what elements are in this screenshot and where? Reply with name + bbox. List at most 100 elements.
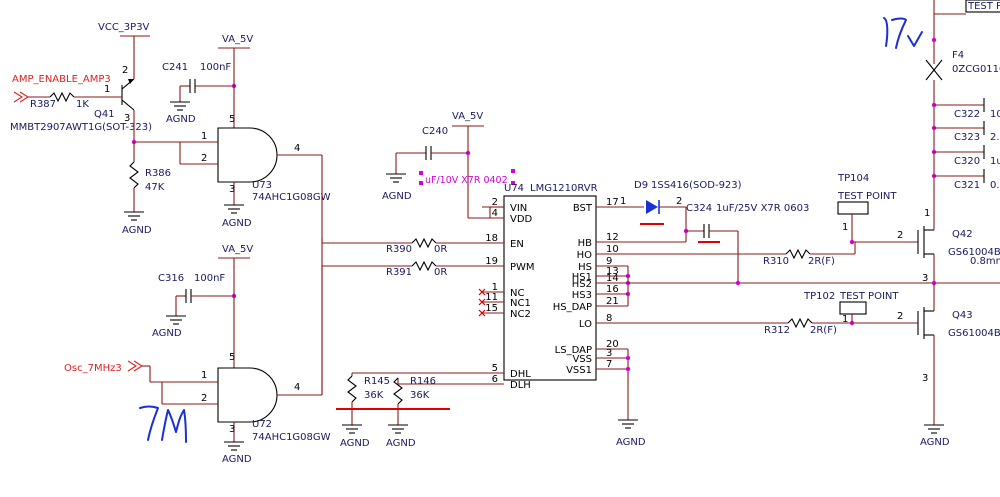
u74-pin-number: 19 xyxy=(485,256,498,267)
u74-pin-number: 11 xyxy=(485,292,498,303)
r390-ref: R390 xyxy=(386,244,412,255)
q41-pin1: 1 xyxy=(104,84,110,95)
u74-pin-name: HS_DAP xyxy=(553,302,592,313)
r387-ref: R387 xyxy=(30,99,56,110)
c240-value: uF/10V X7R 0402 xyxy=(425,175,508,186)
u74-pin-name: NC2 xyxy=(510,309,531,320)
u73-pin3: 3 xyxy=(229,184,235,195)
r146-value: 36K xyxy=(410,390,430,401)
tp102: TP102 TEST POINT 1 xyxy=(803,291,899,325)
u72-pin5: 5 xyxy=(229,352,235,363)
u74-pin-number: 21 xyxy=(606,296,619,307)
osc-net-label: Osc_7MHz3 xyxy=(64,363,122,374)
c321-ref: C321 xyxy=(954,180,980,191)
u74-pin-number: 18 xyxy=(485,233,498,244)
fuse-f4-section: TEST P F4 0ZCG0110C C322 10 C323 2.2 C32… xyxy=(925,0,1000,196)
c320-ref: C320 xyxy=(954,156,980,167)
tp104-pin: 1 xyxy=(842,222,848,233)
q41-pin3: 3 xyxy=(124,113,130,124)
r146-ref: R146 xyxy=(410,376,436,387)
r145-ref: R145 xyxy=(364,376,390,387)
r386-resistor xyxy=(129,161,139,189)
f4-part: 0ZCG0110C xyxy=(952,64,1000,75)
u74-pin-name: VIN xyxy=(510,203,527,214)
u74-part: LMG1210RVR xyxy=(530,183,598,194)
amp-enable-port-arrow xyxy=(13,91,30,103)
q43-gate-pin: 2 xyxy=(897,311,903,322)
u72-and-gate-body xyxy=(217,367,278,423)
c323-ref: C323 xyxy=(954,132,980,143)
c324-value: 1uF/25V X7R 0603 xyxy=(716,203,809,214)
u74-pin-name: DHL xyxy=(510,369,531,380)
u74-pin-number: 14 xyxy=(606,273,619,284)
tp102-ref: TP102 xyxy=(803,291,835,302)
u74-pin-name: VSS xyxy=(572,354,592,365)
c321-value: 0.1 xyxy=(990,180,1000,191)
tp-top-label: TEST P xyxy=(967,1,1000,12)
u72-ref: U72 xyxy=(252,419,272,430)
r146-resistor xyxy=(393,377,403,405)
r391-ref: R391 xyxy=(386,267,412,278)
f4-ref: F4 xyxy=(952,50,964,61)
q41-pin2: 2 xyxy=(122,65,128,76)
r312-resistor xyxy=(787,317,813,329)
agnd-symbol xyxy=(124,211,144,221)
u74-pin-name: LS_DAP xyxy=(555,345,592,356)
u74-pin-name: HS1 xyxy=(572,272,592,283)
u73-pin1: 1 xyxy=(201,131,207,142)
u74-pin-number: 6 xyxy=(492,374,498,385)
d9-ref: D9 xyxy=(634,180,648,191)
c323-value: 2.2 xyxy=(990,132,1000,143)
tp104: TP104 TEST POINT 1 xyxy=(837,173,918,254)
r387-resistor xyxy=(49,91,75,103)
tp-top-pad xyxy=(965,0,1000,13)
u72-pin2: 2 xyxy=(201,393,207,404)
agnd-u74: AGND xyxy=(616,437,646,448)
c316-section: C316 100nF AGND xyxy=(152,273,237,339)
va5v-mid-label: VA_5V xyxy=(452,111,483,122)
u74-pin-number: 1 xyxy=(492,282,498,293)
c322-ref: C322 xyxy=(954,109,980,120)
u74-pin-number: 8 xyxy=(606,313,612,324)
osc-port-arrow xyxy=(127,360,144,372)
u72-pin4: 4 xyxy=(294,382,300,393)
u74-pin-name: HS2 xyxy=(572,279,592,290)
c241-value: 100nF xyxy=(200,62,231,73)
q42-part: GS61004B xyxy=(948,247,1000,258)
c316-ref: C316 xyxy=(158,273,184,284)
va5v-top-label: VA_5V xyxy=(222,34,253,45)
d9-pin2: 2 xyxy=(676,196,682,207)
u74-pin-name: HB xyxy=(578,238,593,249)
u74-pin-number: 13 xyxy=(606,266,619,277)
tp102-label: TEST POINT xyxy=(839,291,899,302)
q42-ref: Q42 xyxy=(952,229,973,240)
u74-pin-name: EN xyxy=(510,239,524,250)
q43-ref: Q43 xyxy=(952,310,973,321)
u74-pin-name: HS3 xyxy=(572,290,592,301)
q42-pin3: 3 xyxy=(922,273,928,284)
u74-pin-name: HO xyxy=(577,250,593,261)
r390-resistor xyxy=(411,237,437,249)
r145-resistor xyxy=(347,375,357,403)
u74-pin-name: LO xyxy=(579,319,592,330)
d9-pin1: 1 xyxy=(620,196,626,207)
r312-ref: R312 xyxy=(764,325,790,336)
u74-pin-number: 16 xyxy=(606,284,619,295)
u72-part: 74AHC1G08GW xyxy=(252,432,331,443)
d9-part: 1SS416(SOD-923) xyxy=(651,180,742,191)
u73-ref: U73 xyxy=(252,180,272,191)
u74-pin-number: 20 xyxy=(606,339,619,350)
u74-pin-number: 4 xyxy=(492,208,498,219)
u74-pin-number: 12 xyxy=(606,232,619,243)
u74-pin-name: VDD xyxy=(510,214,533,225)
q41-ref: Q41 xyxy=(94,109,115,120)
u74-pin-number: 2 xyxy=(492,197,498,208)
u74-ref: U74 xyxy=(504,183,524,194)
r312-value: 2R(F) xyxy=(810,325,837,336)
q43-mosfet: 2 3 Q43 GS61004B AGND xyxy=(897,283,1000,448)
c240-ref: C240 xyxy=(422,126,448,137)
u73-pin5: 5 xyxy=(229,114,235,125)
tp102-pad xyxy=(839,301,867,315)
